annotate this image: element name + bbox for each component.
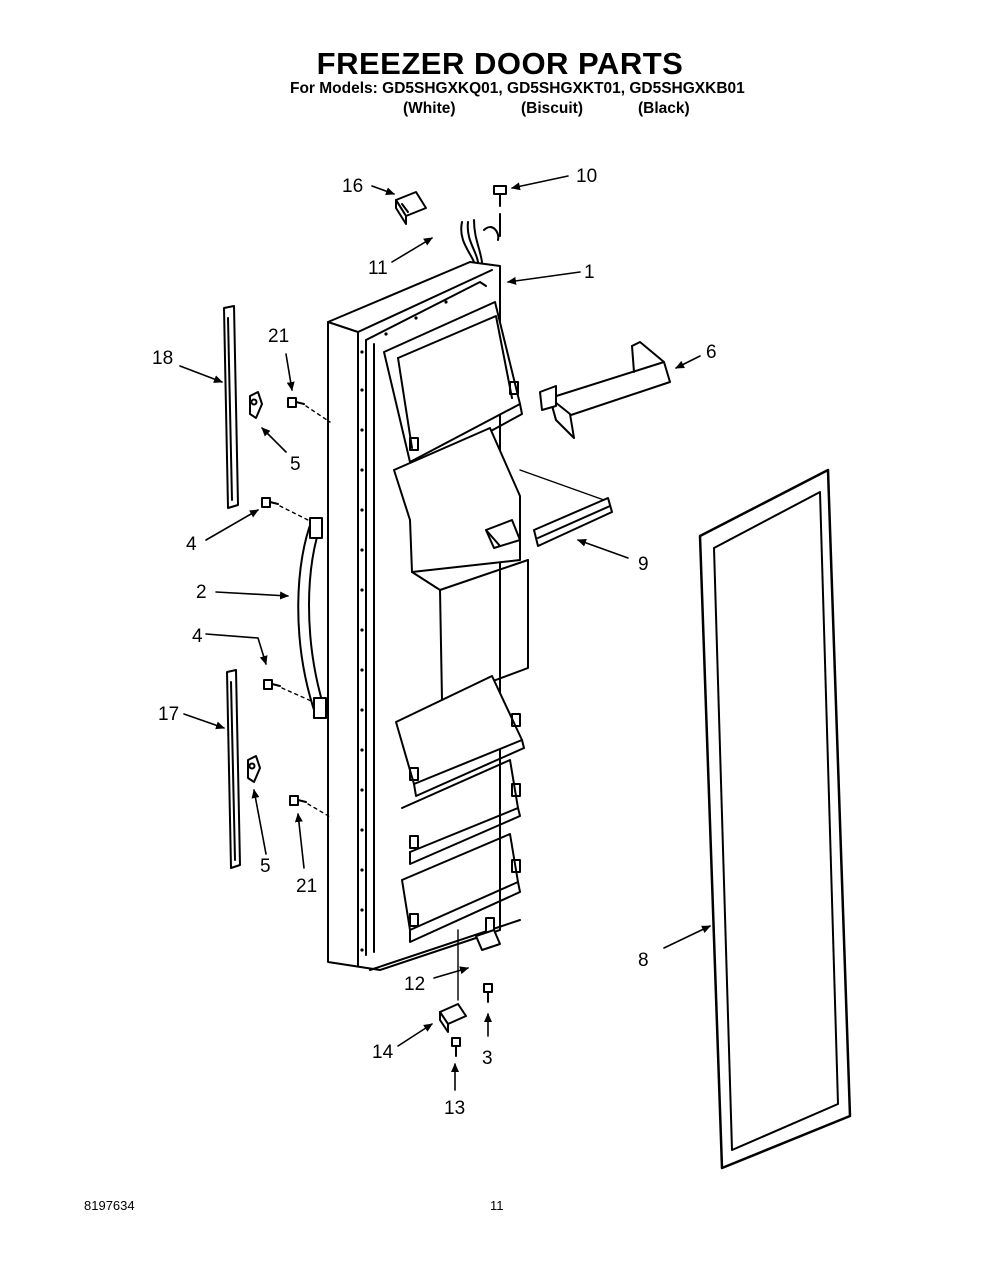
- part-18-trim: [223, 305, 239, 509]
- part-5-clip-lower: [247, 755, 261, 783]
- callout-11: 11: [368, 258, 388, 279]
- part-9-rail: [519, 469, 613, 547]
- callout-3: 3: [482, 1048, 493, 1069]
- leader-lines: [179, 175, 711, 1091]
- callout-4-upper: 4: [186, 534, 197, 555]
- part-3-screw: [483, 983, 493, 1003]
- part-14-hinge-block: [439, 1003, 467, 1033]
- callout-17: 17: [158, 704, 179, 725]
- models-line: For Models: GD5SHGXKQ01, GD5SHGXKT01, GD…: [290, 80, 745, 97]
- variant-biscuit: (Biscuit): [521, 100, 583, 117]
- callout-4-lower: 4: [192, 626, 203, 647]
- callout-13: 13: [444, 1098, 465, 1119]
- callout-5-upper: 5: [290, 454, 301, 475]
- callout-8: 8: [638, 950, 649, 971]
- callout-9: 9: [638, 554, 649, 575]
- callout-5-lower: 5: [260, 856, 271, 877]
- page-title: FREEZER DOOR PARTS: [316, 46, 684, 81]
- part-13-screw: [451, 1037, 461, 1057]
- part-10-screw: [493, 185, 507, 207]
- callout-1: 1: [584, 262, 595, 283]
- callout-14: 14: [372, 1042, 394, 1063]
- part-17-trim: [226, 669, 241, 869]
- variant-black: (Black): [638, 100, 690, 117]
- part-12-hinge: [457, 917, 501, 1001]
- part-2-handle: [297, 517, 327, 719]
- callout-labels: 16 10 11 1 21 18 6 5 4 9 2 4 17 5 21 8 1…: [152, 166, 717, 1119]
- part-4-screw-lower: [263, 679, 319, 705]
- part-16-connector: [395, 191, 427, 225]
- part-8-gasket: [698, 468, 852, 1170]
- callout-21-lower: 21: [296, 876, 317, 897]
- callout-18: 18: [152, 348, 173, 369]
- part-6-shelf: [539, 341, 671, 439]
- part-11-wire-harness: [460, 213, 501, 263]
- door-panel: [327, 261, 529, 971]
- callout-12: 12: [404, 974, 425, 995]
- callout-21-upper: 21: [268, 326, 289, 347]
- part-5-clip-upper: [249, 391, 263, 419]
- callout-10: 10: [576, 166, 597, 187]
- callout-6: 6: [706, 342, 717, 363]
- part-21-screw-upper: [287, 397, 331, 423]
- callout-16: 16: [342, 176, 363, 197]
- variant-white: (White): [403, 100, 456, 117]
- document-number: 8197634: [84, 1198, 135, 1213]
- part-21-screw-lower: [289, 795, 333, 819]
- callout-2: 2: [196, 582, 207, 603]
- page-number: 11: [490, 1198, 504, 1213]
